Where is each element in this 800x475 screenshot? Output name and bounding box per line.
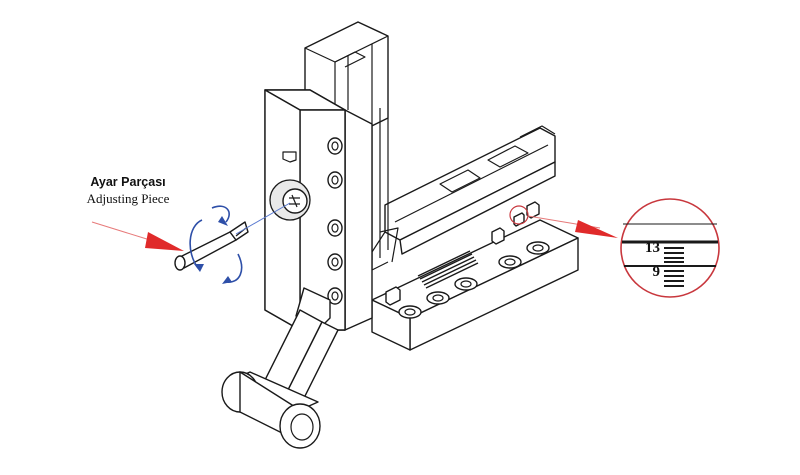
leader-line <box>235 202 291 235</box>
base-block <box>371 201 579 351</box>
horizontal-rail <box>371 125 556 271</box>
scale-label-upper: 13 <box>645 240 660 256</box>
base-holes <box>398 241 550 319</box>
label-english: Adjusting Piece <box>86 191 170 206</box>
adjusting-screw <box>269 179 311 221</box>
scale-ticks <box>664 247 684 287</box>
plate-holes <box>327 137 343 305</box>
front-plate <box>264 89 373 331</box>
ruler-hatch <box>417 250 479 289</box>
scale-detail-view: 13 9 <box>620 198 720 298</box>
detail-marker <box>509 205 618 238</box>
crank-leg <box>221 287 339 449</box>
adjusting-piece <box>174 221 249 271</box>
callout-arrow-left <box>91 221 184 251</box>
scale-label-lower: 9 <box>653 264 661 280</box>
adjusting-piece-label: Ayar Parçası Adjusting Piece <box>58 174 198 207</box>
label-turkish: Ayar Parçası <box>90 175 166 189</box>
rotation-arrow <box>189 205 243 284</box>
